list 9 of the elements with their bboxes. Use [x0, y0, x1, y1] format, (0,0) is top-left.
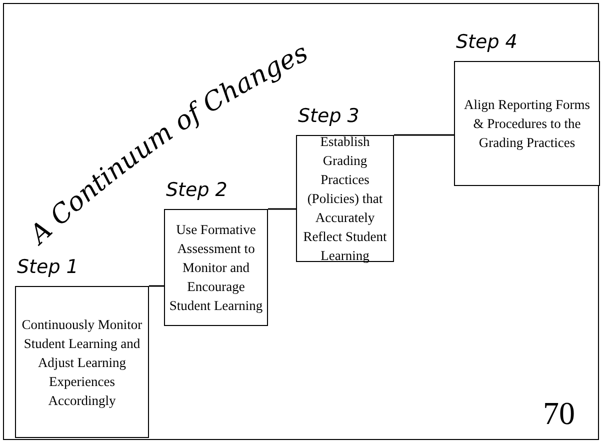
- slide-number: 70: [543, 395, 575, 432]
- step-label: Step 1: [17, 256, 78, 278]
- step-card: Align Reporting Forms & Procedures to the Grading Practices: [454, 61, 600, 186]
- stair-line: [149, 285, 164, 287]
- stair-line: [394, 134, 454, 136]
- step-card: Continuously Monitor Student Learning and Adjust Learning Experiences Accordingly: [15, 286, 149, 438]
- step-card: Establish Grading Practices (Policies) that Accurately Reflect Student Learning: [296, 135, 394, 262]
- step-label: Step 4: [456, 31, 518, 53]
- stair-line: [268, 208, 296, 210]
